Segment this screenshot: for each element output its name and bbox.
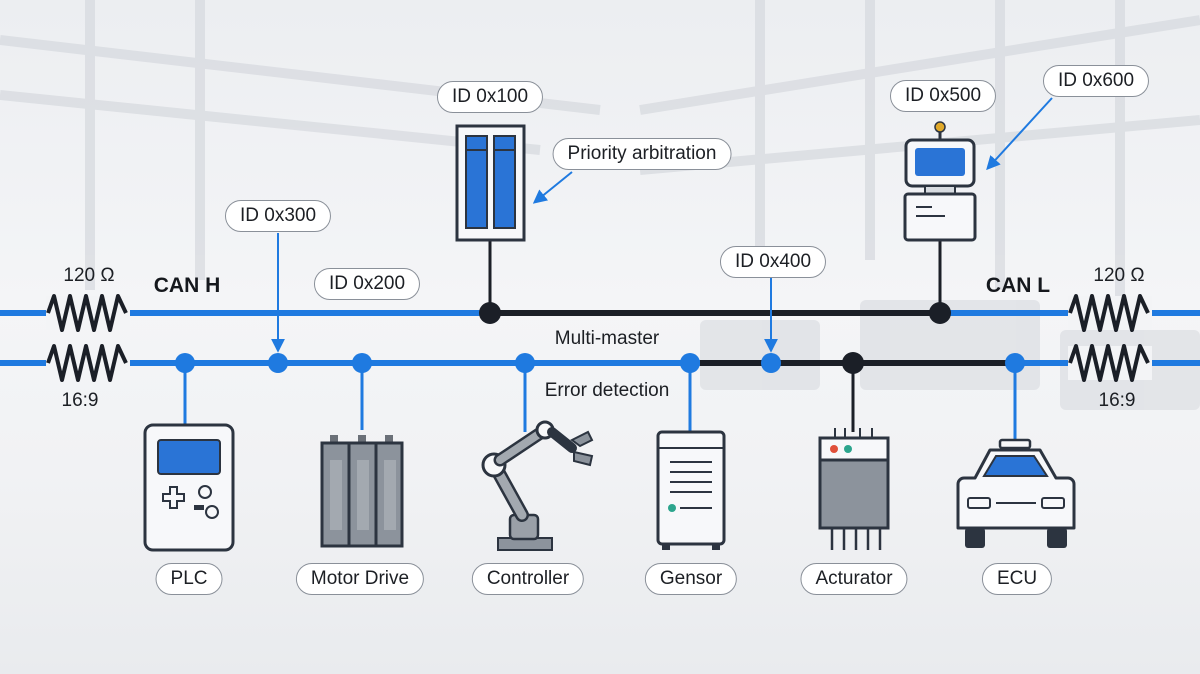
ecu-label: ECU — [981, 563, 1053, 595]
actuator-label: Acturator — [800, 563, 908, 595]
id-0x500-badge: ID 0x500 — [889, 80, 997, 112]
sensor-tower-icon — [656, 430, 726, 550]
id-0x300-badge: ID 0x300 — [224, 200, 332, 232]
multi-master-label: Multi-master — [554, 328, 660, 349]
junction-plc — [175, 353, 195, 373]
terminator-right-resistance: 120 Ω — [1093, 265, 1145, 286]
robot-arm-icon — [481, 420, 594, 551]
plc-label: PLC — [155, 563, 223, 595]
error-detection-label: Error detection — [544, 380, 670, 401]
junction-workstation — [929, 302, 951, 324]
junction-id300 — [268, 353, 288, 373]
arrow-priority — [532, 171, 573, 204]
terminator-left-ratio: 16:9 — [61, 390, 99, 411]
controller-label: Controller — [471, 563, 585, 595]
junction-controller — [515, 353, 535, 373]
junction-ecu — [1005, 353, 1025, 373]
terminator-left-bottom — [46, 344, 130, 382]
priority-arbitration-badge: Priority arbitration — [552, 138, 732, 170]
terminator-right-bottom — [1068, 344, 1152, 382]
can-h-label: CAN H — [153, 274, 221, 297]
junction-sensor — [680, 353, 700, 373]
id-0x100-badge: ID 0x100 — [436, 81, 544, 113]
car-icon — [956, 438, 1076, 548]
junction-server — [479, 302, 501, 324]
terminator-left-top — [46, 294, 130, 332]
id-0x400-badge: ID 0x400 — [719, 246, 827, 278]
arrows — [271, 97, 1053, 353]
motor-drive-icon — [320, 435, 404, 548]
plc-handheld-icon — [143, 423, 235, 552]
terminator-right-top — [1068, 294, 1152, 332]
drop-lines — [183, 238, 1017, 445]
junction-id400 — [761, 353, 781, 373]
motor-drive-label: Motor Drive — [295, 563, 425, 595]
id-0x600-badge: ID 0x600 — [1042, 65, 1150, 97]
arrow-id600 — [986, 97, 1053, 171]
junction-motor-drive — [352, 353, 372, 373]
actuator-module-icon — [818, 428, 890, 550]
terminator-left-resistance: 120 Ω — [63, 265, 115, 286]
junction-actuator — [842, 352, 864, 374]
can-l-label: CAN L — [985, 274, 1051, 297]
bus-junctions — [175, 302, 1025, 374]
workstation-icon — [903, 121, 977, 242]
id-0x200-badge: ID 0x200 — [313, 268, 421, 300]
sensor-label: Gensor — [644, 563, 738, 595]
terminator-right-ratio: 16:9 — [1098, 390, 1136, 411]
server-rack-icon — [455, 124, 526, 242]
